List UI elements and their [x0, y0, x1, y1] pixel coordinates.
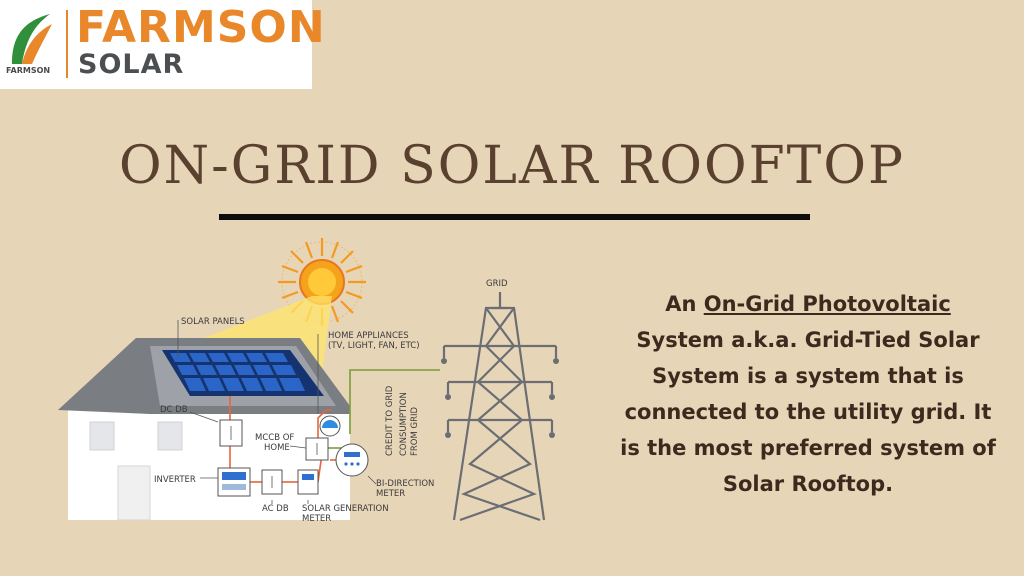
label-grid: GRID	[486, 279, 508, 289]
inverter-box	[217, 467, 251, 497]
leaf-logo-icon	[12, 14, 52, 64]
callout-lines	[177, 320, 377, 504]
label-solar-panels: SOLAR PANELS	[181, 317, 245, 327]
description-body: System a.k.a. Grid-Tied Solar System is …	[620, 328, 996, 496]
solar-panels-icon	[162, 350, 324, 396]
label-ac-db: AC DB	[262, 504, 289, 514]
description: An On-Grid Photovoltaic System a.k.a. Gr…	[618, 286, 998, 502]
description-emphasis: On-Grid Photovoltaic	[703, 292, 951, 316]
description-prefix: An	[665, 292, 704, 316]
label-mccb: MCCB OF	[255, 433, 294, 443]
label-home-appliances: HOME APPLIANCES	[328, 331, 409, 341]
ac-db-box	[261, 469, 283, 495]
label-from-grid: FROM GRID	[410, 406, 420, 456]
home-appliance-icon	[319, 415, 341, 437]
label-home-appliances-detail: (TV, LIGHT, FAN, ETC)	[328, 341, 420, 351]
logo-subtitle: SOLAR	[78, 49, 185, 80]
page-title: ON-GRID SOLAR ROOFTOP	[119, 136, 905, 196]
on-grid-solar-diagram: SOLAR PANELS HOME APPLIANCES (TV, LIGHT,…	[58, 238, 559, 524]
mccb-box	[305, 437, 329, 461]
logo-divider	[66, 10, 68, 78]
label-solar-generation-meter: METER	[302, 514, 331, 524]
grid-tower-icon	[442, 292, 558, 522]
dc-db-box	[219, 419, 243, 447]
logo-name: FARMSON	[76, 2, 326, 53]
label-mccb-home: HOME	[264, 443, 290, 453]
label-credit-to-grid: CREDIT TO GRID	[385, 385, 395, 456]
farmson-logo: FARMSON FARMSON SOLAR	[0, 0, 325, 89]
logo-small-text: FARMSON	[6, 66, 51, 75]
label-consumption: CONSUMPTION	[399, 392, 409, 456]
tower-insulators	[441, 358, 559, 438]
label-bi-direction: BI-DIRECTION	[376, 479, 434, 489]
bi-direction-meter-icon	[335, 443, 369, 477]
sun-icon	[278, 238, 366, 326]
title-underline	[219, 214, 810, 220]
label-inverter: INVERTER	[154, 475, 196, 485]
label-bi-direction-meter: METER	[376, 489, 405, 499]
label-dc-db: DC DB	[160, 405, 188, 415]
solar-generation-meter-box	[297, 469, 319, 495]
label-solar-generation: SOLAR GENERATION	[302, 504, 389, 514]
